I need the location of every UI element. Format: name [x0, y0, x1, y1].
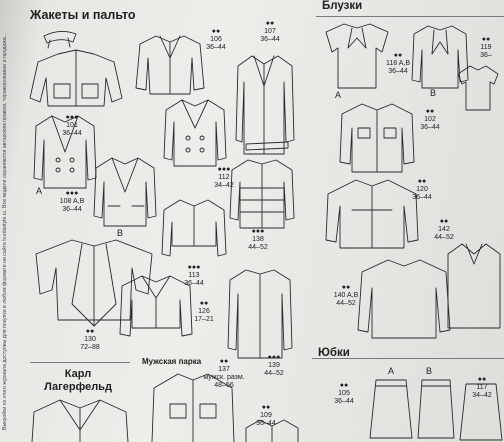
- section-title-designer: Карл Лагерфельд: [44, 368, 112, 393]
- jacket-109-sketch: [245, 419, 299, 442]
- variant-letter: A: [36, 186, 43, 196]
- skirt-105a-sketch: [369, 379, 413, 439]
- skirt-117-sketch: [459, 383, 503, 441]
- blouse-120-sketch: [325, 179, 419, 249]
- jacket-106-sketch: [135, 35, 205, 95]
- top-140-sketch: [357, 259, 451, 339]
- section-title-blouses: Блузки: [322, 0, 363, 12]
- belt-sketch: [245, 141, 289, 151]
- section-title-mens-parka: Мужская парка: [142, 357, 202, 366]
- variant-letter: B: [426, 366, 433, 376]
- divider: [30, 362, 130, 363]
- jacket-108b-sketch: [93, 157, 157, 227]
- jacket-108a-sketch: [33, 115, 97, 189]
- variant-letter: A: [388, 366, 395, 376]
- side-copyright-text: Выкройки из этого журнала доступны для п…: [2, 32, 8, 430]
- jacket-139-sketch: [227, 269, 293, 359]
- blouse-118b-sketch: [411, 25, 469, 89]
- variant-letter: B: [430, 88, 437, 98]
- top-142-sketch: [447, 243, 501, 329]
- divider: [312, 358, 504, 359]
- parka-137-sketch: [151, 373, 235, 442]
- section-title-skirts: Юбки: [318, 347, 350, 359]
- blouse-119-sketch: [457, 65, 499, 111]
- coat-107-sketch: [235, 55, 295, 155]
- variant-letter: B: [117, 228, 124, 238]
- jacket-126-sketch: [119, 275, 193, 337]
- jacket-101-sketch: [29, 49, 123, 107]
- jacket-lagerfeld-sketch: [31, 399, 129, 442]
- scarf-sketch: [43, 31, 77, 49]
- coat-112-sketch: [163, 99, 227, 167]
- section-title-jackets: Жакеты и пальто: [30, 8, 136, 22]
- blouse-118a-sketch: [325, 23, 389, 89]
- variant-letter: A: [335, 90, 342, 100]
- skirt-105b-sketch: [417, 379, 455, 439]
- jacket-130-sketch: [35, 239, 153, 327]
- shirt-102-sketch: [339, 103, 415, 173]
- jacket-113-sketch: [161, 199, 227, 257]
- divider: [316, 16, 504, 17]
- jacket-138-sketch: [229, 159, 295, 229]
